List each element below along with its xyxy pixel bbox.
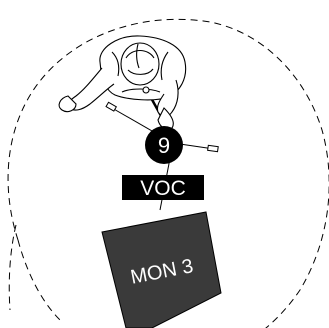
performer-number-badge: 9 [145, 126, 183, 164]
performer-number: 9 [158, 133, 170, 158]
channel-label: VOC [122, 175, 204, 200]
channel-label-text: VOC [140, 177, 186, 200]
performer-top-view-icon [58, 35, 187, 131]
monitor-wedge: MON 3 [101, 211, 222, 328]
coverage-area-circle [7, 18, 329, 328]
